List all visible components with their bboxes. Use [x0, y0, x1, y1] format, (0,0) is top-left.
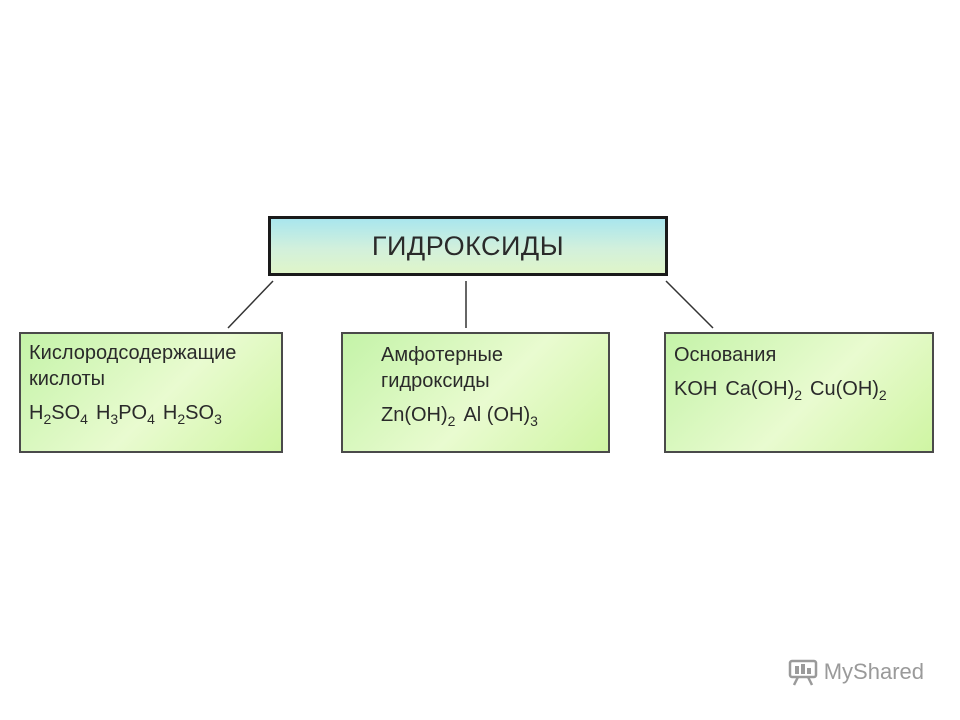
connector-left	[227, 280, 274, 329]
formula-text: KOH	[674, 378, 718, 400]
formula-text: SO	[51, 402, 81, 424]
watermark-text: MyShared	[823, 659, 924, 684]
formula-subscript: 2	[878, 386, 887, 403]
formula-text: Cu(OH)	[810, 378, 879, 400]
formula-subscript: 4	[80, 410, 88, 427]
formula-text: PO	[118, 402, 148, 424]
formula-subscript: 3	[214, 410, 222, 427]
formula-text: H	[95, 402, 111, 424]
formula-subscript: 3	[530, 412, 538, 429]
chemical-formula: KOH	[674, 378, 717, 400]
chemical-formula: Zn(OH)2	[381, 404, 456, 429]
chemical-formula: H2SO3	[162, 402, 222, 427]
chemical-formula: H2SO4	[29, 402, 88, 427]
formula-text: SO	[185, 402, 215, 424]
chemical-formula: H3PO4	[95, 402, 155, 427]
formula-subscript: 3	[110, 410, 119, 427]
connector-right	[665, 280, 714, 329]
category-label-line: Кислородсодержащие	[29, 342, 237, 364]
category-label-line: кислоты	[29, 368, 106, 390]
chemical-formula: Cu(OH)2	[810, 378, 887, 403]
formula-text: Zn(OH)	[381, 404, 448, 426]
category-label-line: Основания	[674, 344, 777, 366]
chemical-formula: Ca(OH)2	[725, 378, 803, 403]
root-title: ГИДРОКСИДЫ	[371, 230, 565, 261]
watermark: MyShared	[788, 658, 924, 686]
category-label-line: гидроксиды	[381, 370, 490, 392]
category-label-line: Амфотерные	[381, 344, 503, 366]
formula-subscript: 2	[794, 386, 803, 403]
root-node-hydroxides: ГИДРОКСИДЫ	[268, 216, 668, 276]
formula-text: H	[29, 402, 44, 424]
formula-text: Ca(OH)	[725, 378, 795, 400]
formula-text: Al (OH)	[463, 404, 531, 426]
formula-text: H	[162, 402, 178, 424]
formula-subscript: 4	[147, 410, 155, 427]
formula-subscript: 2	[447, 412, 456, 429]
category-amphoteric-hydroxides: Амфотерные гидроксиды Zn(OH)2 Al (OH)3	[341, 332, 610, 453]
chemical-formula: Al (OH)3	[463, 404, 538, 429]
formula-subscript: 2	[177, 410, 186, 427]
presentation-board-icon	[788, 659, 817, 686]
formula-list: Zn(OH)2 Al (OH)3	[381, 402, 598, 428]
formula-subscript: 2	[43, 410, 52, 427]
